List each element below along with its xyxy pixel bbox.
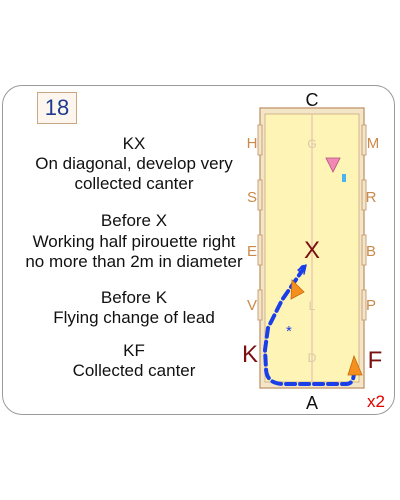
instruction-kx-line-2: collected canter	[74, 174, 194, 193]
pirouette-loop	[298, 264, 306, 273]
instruction-kx-heading: KX	[122, 134, 146, 153]
letter-e: E	[247, 243, 257, 260]
blue-marker-icon	[342, 174, 346, 182]
instruction-before-k-line-1: Flying change of lead	[53, 308, 215, 327]
letter-i: I	[310, 191, 313, 205]
letter-g: G	[307, 137, 316, 151]
instruction-kx-line-1: On diagonal, develop very	[35, 154, 233, 173]
letter-l: L	[309, 299, 316, 313]
letter-h: H	[247, 135, 258, 152]
flying-change-mark: *	[286, 323, 292, 340]
letter-s: S	[247, 189, 257, 206]
arena-side-notches	[257, 124, 367, 321]
instruction-kf-line-1: Collected canter	[72, 361, 196, 380]
movement-number-badge: 18	[37, 92, 77, 124]
letter-f: F	[368, 347, 383, 374]
letter-r: R	[366, 189, 377, 206]
instruction-before-x-line-2: no more than 2m in diameter	[25, 252, 243, 271]
orange-cone-icon	[290, 279, 305, 300]
instruction-before-x-line-1: Working half pirouette right	[32, 232, 236, 251]
letter-d: D	[308, 351, 317, 365]
instruction-before-x-heading: Before X	[100, 211, 168, 230]
instruction-kf-heading: KF	[123, 341, 145, 360]
letter-p: P	[366, 297, 376, 314]
letter-a: A	[306, 393, 318, 413]
orange-cone-icon	[347, 354, 363, 376]
instruction-before-k-heading: Before K	[100, 288, 168, 307]
letter-v: V	[247, 297, 257, 314]
path-arrowhead-icon	[297, 264, 307, 275]
letter-b: B	[366, 243, 376, 260]
repeat-count-label: x2	[367, 392, 385, 411]
letter-x: X	[304, 237, 320, 264]
letter-m: M	[367, 135, 380, 152]
letter-c: C	[306, 90, 319, 110]
pink-cone-icon	[325, 157, 341, 173]
letter-k: K	[242, 341, 258, 368]
riding-path	[262, 266, 356, 386]
